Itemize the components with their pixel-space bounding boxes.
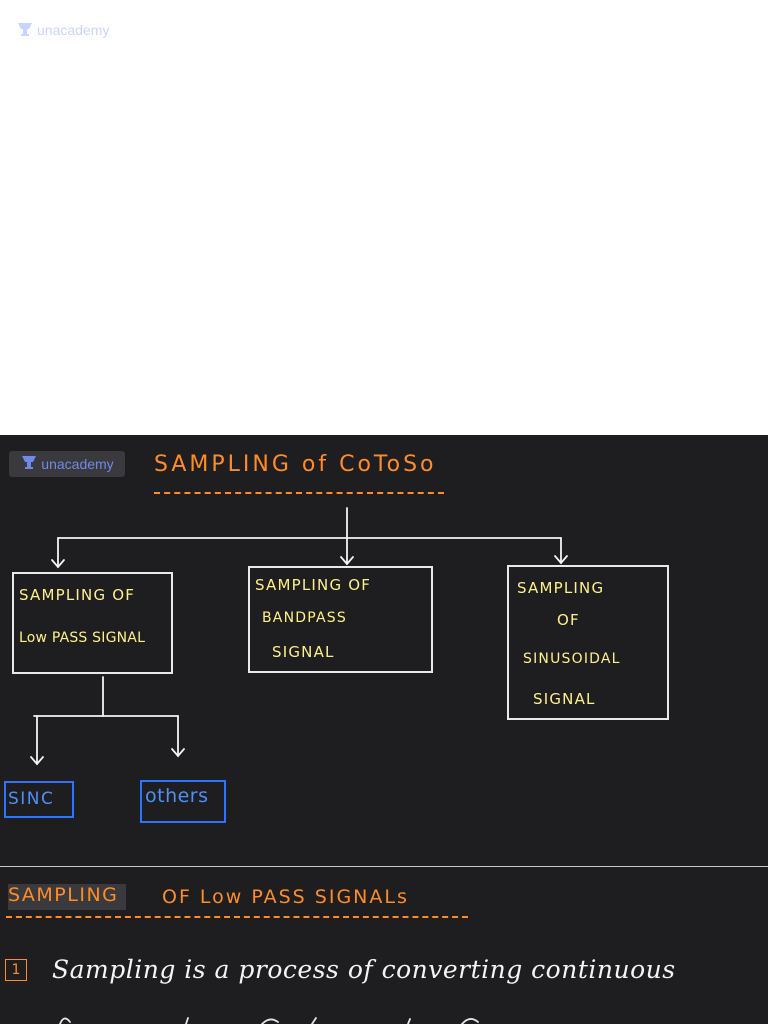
- node-sinc-label: SINC: [8, 789, 55, 809]
- point-number-box: 1: [5, 959, 27, 981]
- node-sinusoidal-line1: SAMPLING: [517, 579, 605, 597]
- arrow-head-others: [171, 748, 185, 758]
- arrow-head-sinc: [30, 756, 44, 766]
- arrow-head-bandpass: [340, 556, 354, 566]
- whiteboard-page: [0, 435, 768, 1024]
- node-others-label: others: [145, 785, 209, 807]
- node-low-pass-line2: Low PASS SIGNAL: [19, 630, 146, 646]
- node-sinusoidal-line4: SIGNAL: [533, 690, 596, 708]
- point-number: 1: [11, 962, 21, 978]
- notes-heading-part1: SAMPLING: [8, 884, 119, 906]
- title-underline: [154, 492, 444, 494]
- notes-heading-part2: OF Low PASS SIGNALs: [162, 886, 409, 908]
- brand-logo-badge: unacademy: [9, 451, 125, 477]
- diagram-title: SAMPLING of CoToSo: [154, 452, 437, 477]
- node-others: [140, 780, 226, 823]
- node-bandpass-line1: SAMPLING OF: [255, 576, 372, 594]
- node-low-pass-line1: SAMPLING OF: [19, 586, 136, 604]
- node-low-pass: [12, 572, 173, 674]
- arrow-head-sinusoidal: [554, 555, 568, 565]
- page-separator: [0, 866, 768, 867]
- node-bandpass-line3: SIGNAL: [272, 643, 335, 661]
- next-line-strokes: [59, 1017, 479, 1024]
- trophy-icon: [20, 455, 38, 474]
- point-text: Sampling is a process of converting cont…: [52, 955, 676, 984]
- brand-name: unacademy: [41, 456, 114, 472]
- brand-name: unacademy: [37, 22, 110, 38]
- node-sinc: [4, 781, 74, 818]
- brand-logo-top: unacademy: [16, 22, 109, 38]
- node-sinusoidal-line3: SINUSOIDAL: [523, 651, 621, 667]
- node-bandpass: [248, 566, 433, 673]
- node-sinusoidal-line2: OF: [557, 611, 580, 629]
- node-bandpass-line2: BANDPASS: [262, 610, 347, 626]
- previous-page: [0, 0, 768, 434]
- heading-underline: [6, 916, 468, 918]
- arrow-head-low-pass: [51, 559, 65, 569]
- node-sinusoidal: [507, 565, 669, 720]
- trophy-icon: [16, 22, 34, 38]
- heading-highlight: [8, 884, 126, 910]
